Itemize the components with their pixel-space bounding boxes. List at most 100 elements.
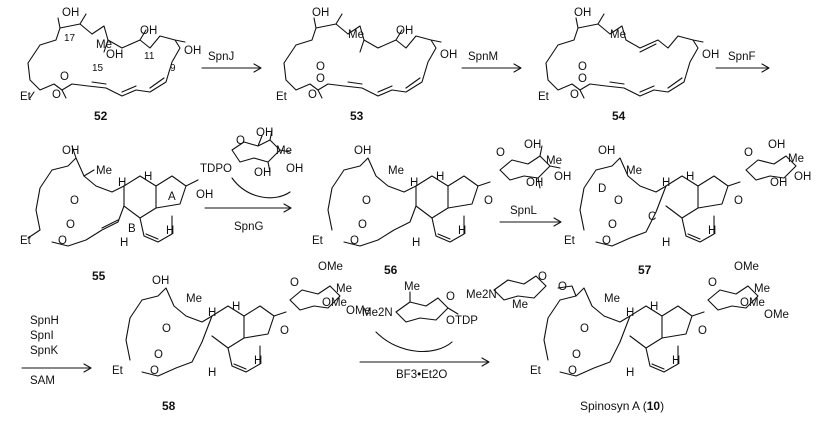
label-h: H [410, 177, 419, 189]
enzyme-spnj: SpnJ [208, 51, 235, 63]
label-h: H [626, 367, 635, 379]
label-position-15: 15 [92, 63, 104, 74]
label-o: O [572, 349, 581, 361]
label-o: O [52, 89, 61, 101]
label-me: Me [626, 165, 642, 177]
structure-57 [579, 155, 797, 247]
label-oh: OH [440, 49, 458, 61]
label-o: O [580, 323, 589, 335]
label-oh: OH [62, 7, 80, 19]
label-o: O [570, 89, 579, 101]
label-oh: OH [702, 49, 720, 61]
label-o: O [744, 147, 753, 159]
label-et: Et [20, 235, 31, 247]
label-me: Me [788, 153, 804, 165]
compound-number-57: 57 [638, 263, 652, 277]
enzyme-spnm: SpnM [468, 51, 499, 63]
label-o: O [614, 195, 623, 207]
label-o: O [734, 195, 743, 207]
label-me: Me [276, 145, 292, 157]
label-o: O [538, 271, 547, 283]
label-et: Et [538, 91, 549, 103]
label-h: H [208, 367, 217, 379]
arrow-spng [204, 129, 292, 213]
arrow-glycosylation [359, 291, 490, 367]
structure-58 [125, 285, 341, 377]
label-o: O [162, 323, 171, 335]
label-oh: OH [312, 7, 330, 19]
label-oh: OH [574, 7, 592, 19]
label-oh: OH [396, 25, 414, 37]
label-h: H [686, 171, 695, 183]
label-ome: OMe [318, 261, 343, 273]
ring-label-b: B [128, 223, 136, 235]
label-h: H [436, 171, 445, 183]
label-ome: OMe [764, 309, 789, 321]
structure-53 [283, 13, 442, 99]
compound-number-58: 58 [162, 399, 176, 413]
label-oh: OH [286, 163, 304, 175]
label-o: O [698, 325, 707, 337]
enzyme-spnl: SpnL [510, 205, 537, 217]
label-ome: OMe [346, 305, 371, 317]
reagent-bf3-etherate: BF3•Et2O [396, 369, 448, 381]
label-h: H [458, 225, 467, 237]
label-me: Me [388, 165, 404, 177]
structure-55 [27, 145, 199, 247]
label-o: O [578, 73, 587, 85]
label-et: Et [112, 365, 123, 377]
label-oh: OH [196, 189, 214, 201]
label-me: Me [404, 281, 420, 293]
label-me: Me [512, 299, 528, 311]
label-me: Me [546, 155, 562, 167]
enzyme-spni: SpnI [30, 330, 54, 342]
label-h: H [254, 355, 263, 367]
label-me: Me [604, 293, 620, 305]
arrow-spnf [715, 63, 770, 73]
label-o: O [362, 195, 371, 207]
label-oh: OH [598, 145, 616, 157]
label-o: O [708, 277, 717, 289]
label-me2n: Me2N [362, 307, 393, 319]
label-h: H [120, 237, 129, 249]
label-o: O [602, 235, 611, 247]
label-me: Me [336, 283, 352, 295]
label-me: Me [610, 29, 626, 41]
label-o: O [316, 61, 325, 73]
label-position-9: 9 [170, 63, 176, 74]
arrow-spnj [201, 63, 262, 73]
compound-number-56: 56 [384, 263, 398, 277]
label-h: H [662, 177, 671, 189]
label-o: O [446, 291, 455, 303]
spinosyn-a-close: ) [660, 399, 665, 413]
label-ome: OMe [322, 297, 347, 309]
label-oh: OH [526, 177, 544, 189]
label-me: Me [754, 283, 770, 295]
label-oh: OH [256, 127, 274, 139]
label-et: Et [20, 91, 31, 103]
label-oh: OH [770, 177, 788, 189]
label-oh: OH [254, 167, 272, 179]
label-me: Me [348, 29, 364, 41]
label-h: H [166, 225, 175, 237]
label-o: O [568, 365, 577, 377]
enzyme-spnh: SpnH [30, 315, 59, 327]
label-o: O [578, 61, 587, 73]
label-position-11: 11 [144, 51, 155, 62]
label-oh: OH [106, 49, 124, 61]
structure-spinosyn-a [493, 275, 759, 377]
label-me: Me [186, 293, 202, 305]
spinosyn-a-name: Spinosyn A ( [580, 399, 647, 413]
label-o: O [358, 219, 367, 231]
label-et: Et [564, 235, 575, 247]
label-h: H [672, 355, 681, 367]
label-me: Me [96, 165, 112, 177]
structure-54 [545, 13, 704, 99]
reagent-sam: SAM [30, 375, 55, 387]
label-oh: OH [794, 171, 812, 183]
label-et: Et [530, 365, 541, 377]
compound-number-10: 10 [646, 399, 661, 413]
label-oh: OH [62, 145, 80, 157]
